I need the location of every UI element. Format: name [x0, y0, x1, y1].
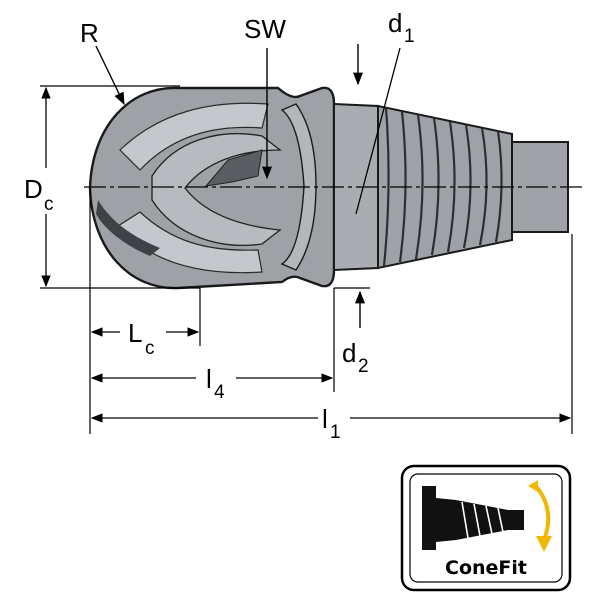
svg-text:1: 1	[330, 422, 341, 443]
cutting-edge	[204, 149, 263, 187]
label-l1: l 1	[322, 404, 341, 443]
svg-text:l: l	[206, 364, 212, 394]
svg-text:2: 2	[358, 356, 369, 377]
label-d1: d 1	[388, 8, 415, 47]
label-lc: L c	[128, 318, 155, 359]
conefit-badge: ConeFit	[400, 464, 572, 592]
svg-text:d: d	[388, 8, 402, 38]
flute-highlight	[117, 211, 263, 274]
label-l4: l 4	[206, 364, 225, 403]
svg-text:L: L	[128, 318, 142, 348]
flute-inner	[151, 133, 282, 246]
svg-text:d: d	[342, 338, 356, 368]
label-d2: d 2	[342, 338, 369, 377]
extension-lines	[89, 188, 573, 434]
conefit-icon	[422, 480, 552, 552]
thread-lines	[382, 107, 503, 267]
svg-text:c: c	[145, 338, 155, 359]
flute-highlight	[119, 102, 269, 171]
milling-head	[88, 86, 336, 290]
svg-text:4: 4	[214, 382, 225, 403]
label-r: R	[80, 18, 99, 48]
svg-text:1: 1	[404, 26, 415, 47]
svg-text:l: l	[322, 404, 328, 434]
r-leader	[95, 45, 125, 106]
label-dc: D c	[24, 174, 54, 215]
svg-text:c: c	[44, 194, 54, 215]
dim-dc	[40, 85, 200, 289]
svg-text:D: D	[24, 174, 43, 204]
conefit-label: ConeFit	[445, 557, 527, 579]
label-sw: SW	[244, 14, 286, 44]
cutting-edge	[96, 200, 160, 256]
d1-leader	[355, 47, 401, 215]
wrench-flat	[280, 103, 317, 271]
